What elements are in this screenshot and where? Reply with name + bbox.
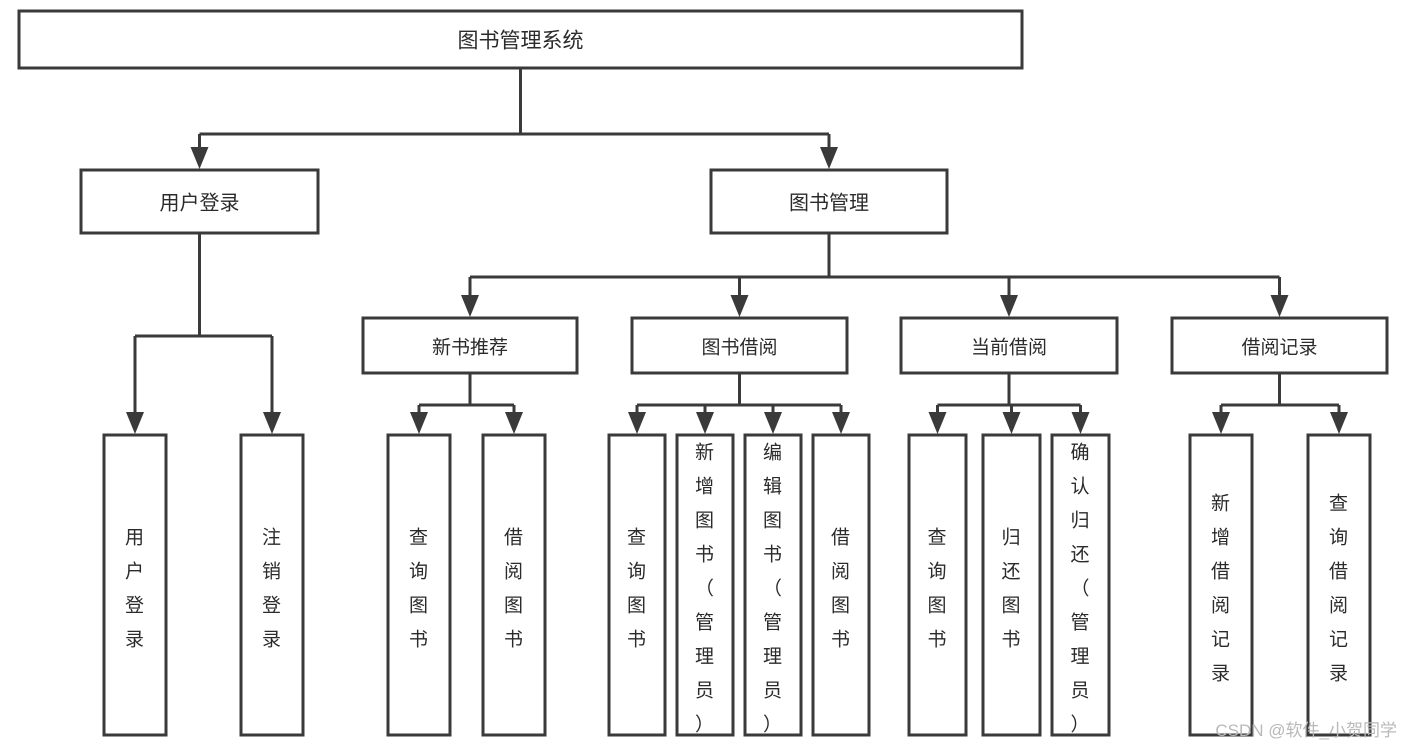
node-leaf-query-borrow-record[interactable]: 查询借阅记录 bbox=[1306, 433, 1372, 737]
node-leaf-logout[interactable]: 注销登录 bbox=[239, 433, 305, 737]
node-leaf-return-book[interactable]: 归还图书 bbox=[981, 433, 1042, 737]
node-label: 查询图书 bbox=[927, 527, 947, 651]
node-label: 新增图书（管理员） bbox=[695, 442, 715, 736]
node-label: 确认归还（管理员） bbox=[1070, 442, 1090, 736]
node-borrow-record[interactable]: 借阅记录 bbox=[1170, 316, 1389, 375]
node-leaf-borrow-book[interactable]: 借阅图书 bbox=[811, 433, 871, 737]
node-label: 查询图书 bbox=[627, 527, 647, 651]
node-leaf-add-borrow-record[interactable]: 新增借阅记录 bbox=[1188, 433, 1254, 737]
node-label: 图书管理 bbox=[789, 192, 869, 215]
node-leaf-edit-book-admin[interactable]: 编辑图书（管理员） bbox=[743, 433, 803, 737]
connectors-layer bbox=[126, 68, 1348, 434]
node-label: 新增借阅记录 bbox=[1211, 493, 1231, 685]
connector-conn-book-manage-to-level2 bbox=[461, 233, 1289, 317]
node-label: 用户登录 bbox=[125, 528, 145, 651]
connector-conn-new-book-to-leaves bbox=[410, 373, 523, 434]
node-current-borrow[interactable]: 当前借阅 bbox=[899, 316, 1119, 375]
node-label: 当前借阅 bbox=[971, 337, 1047, 359]
node-leaf-query-book-recommend[interactable]: 查询图书 bbox=[386, 433, 452, 737]
node-leaf-confirm-return-admin[interactable]: 确认归还（管理员） bbox=[1050, 433, 1111, 737]
node-label: 查询图书 bbox=[409, 527, 429, 651]
node-leaf-user-login[interactable]: 用户登录 bbox=[102, 433, 168, 737]
node-leaf-query-book-borrow[interactable]: 查询图书 bbox=[607, 433, 667, 737]
node-leaf-borrow-book-recommend[interactable]: 借阅图书 bbox=[481, 433, 547, 737]
node-label: 图书借阅 bbox=[701, 337, 777, 359]
node-label: 借阅图书 bbox=[504, 527, 524, 651]
node-label: 编辑图书（管理员） bbox=[763, 442, 783, 736]
node-label: 图书管理系统 bbox=[458, 30, 584, 53]
node-label: 用户登录 bbox=[160, 192, 240, 215]
connector-conn-user-login-to-leaves bbox=[126, 233, 281, 434]
node-label: 归还图书 bbox=[1001, 527, 1021, 651]
node-user-login[interactable]: 用户登录 bbox=[79, 168, 320, 235]
node-label: 注销登录 bbox=[262, 527, 282, 651]
nodes-layer: 图书管理系统用户登录图书管理新书推荐图书借阅当前借阅借阅记录用户登录注销登录查询… bbox=[17, 9, 1389, 737]
node-root[interactable]: 图书管理系统 bbox=[17, 9, 1024, 70]
node-new-book-recommend[interactable]: 新书推荐 bbox=[361, 316, 579, 375]
node-leaf-add-book-admin[interactable]: 新增图书（管理员） bbox=[675, 433, 735, 737]
node-label: 新书推荐 bbox=[432, 337, 508, 359]
node-leaf-query-book-current[interactable]: 查询图书 bbox=[907, 433, 968, 737]
connector-conn-root-to-level1 bbox=[190, 68, 838, 169]
node-label: 查询借阅记录 bbox=[1329, 493, 1349, 685]
connector-conn-current-borrow-to-leaves bbox=[928, 373, 1090, 434]
node-book-borrow[interactable]: 图书借阅 bbox=[630, 316, 849, 375]
connector-conn-book-borrow-to-leaves bbox=[628, 373, 850, 434]
node-book-manage[interactable]: 图书管理 bbox=[709, 168, 949, 235]
node-label: 借阅记录 bbox=[1241, 337, 1317, 359]
connector-conn-borrow-record-to-leaves bbox=[1212, 373, 1348, 434]
node-label: 借阅图书 bbox=[831, 527, 851, 651]
